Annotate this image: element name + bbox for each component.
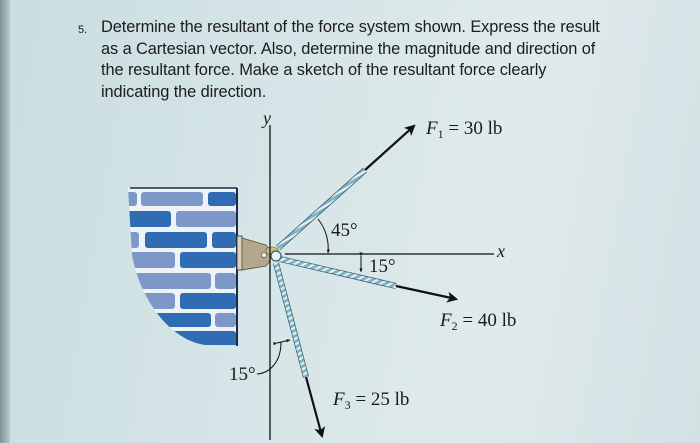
angle-arc-15-f3 [273, 339, 291, 346]
problem-line-3: the resultant force. Make a sketch of th… [101, 61, 547, 79]
problem-line-1: Determine the resultant of the force sys… [101, 18, 600, 36]
problem-line-4: indicating the direction. [101, 82, 267, 101]
x-axis-label: x [497, 241, 505, 261]
force-f1-label: F1 = 30 lb [426, 118, 503, 141]
angle-arc-45 [317, 218, 330, 254]
problem-line-2: as a Cartesian vector. Also, determine t… [101, 39, 596, 58]
problem-number: 5. [78, 24, 87, 36]
force-f3-label: F3 = 25 lb [333, 389, 410, 412]
force-f1-vector [275, 124, 416, 251]
brick-wall [128, 187, 238, 346]
photo-left-edge [0, 0, 10, 443]
angle-leader-15-f3 [256, 341, 282, 375]
wall-bracket [236, 235, 279, 271]
angle-label-15-f3: 15° [229, 364, 256, 385]
angle-label-15-f2: 15° [369, 256, 396, 277]
force-f3-vector [273, 262, 326, 439]
problem-statement: 5. Determine the resultant of the force … [78, 17, 658, 103]
force-f2-label: F2 = 40 lb [440, 310, 517, 333]
force-f2-vector [279, 256, 459, 303]
angle-label-45: 45° [331, 220, 358, 241]
y-axis-label: y [263, 108, 271, 128]
